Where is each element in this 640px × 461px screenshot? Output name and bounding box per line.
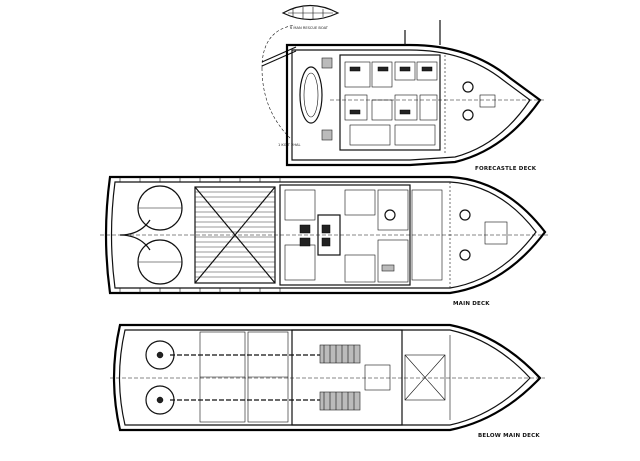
engine-unit bbox=[299, 237, 311, 247]
rescue-boat-top bbox=[281, 4, 340, 21]
mess-table bbox=[384, 209, 396, 221]
cargo-deck-planking bbox=[195, 191, 275, 278]
store-room bbox=[284, 244, 316, 281]
davit-arc bbox=[261, 24, 296, 69]
below-deck-outline bbox=[112, 323, 542, 432]
main-deck-plan bbox=[100, 175, 550, 295]
main-deck-outline bbox=[104, 175, 547, 295]
main-deck-label: MAIN DECK bbox=[453, 301, 490, 307]
cabin-3 bbox=[394, 61, 416, 81]
drum-axis bbox=[138, 207, 182, 263]
vent bbox=[321, 129, 333, 141]
engine-unit bbox=[321, 237, 331, 247]
cabin-7 bbox=[394, 94, 418, 121]
stern-roller bbox=[119, 219, 151, 251]
anchor-winch bbox=[479, 94, 496, 108]
engine-room bbox=[291, 329, 403, 426]
liferaft bbox=[299, 66, 323, 124]
cabin-4 bbox=[416, 61, 438, 81]
cabin-8 bbox=[419, 94, 438, 121]
mess-area bbox=[377, 189, 409, 231]
engine-room-casing bbox=[284, 189, 316, 221]
cabin-6 bbox=[371, 99, 393, 121]
mast-lines bbox=[404, 20, 441, 45]
rudder-post bbox=[156, 351, 164, 359]
generator bbox=[364, 364, 391, 391]
bunk bbox=[377, 66, 389, 72]
forecastle-deck-label: FORECASTLE DECK bbox=[475, 166, 537, 172]
liferaft-inner bbox=[303, 72, 319, 118]
bollard bbox=[459, 209, 471, 221]
below-main-deck-plan bbox=[110, 323, 545, 432]
below-deck-inner-outline bbox=[118, 329, 531, 426]
cabin bbox=[344, 189, 376, 216]
rudder-post bbox=[156, 396, 164, 404]
bow-thruster-room bbox=[404, 354, 446, 401]
chain-locker bbox=[484, 221, 508, 245]
thruster-cross bbox=[404, 354, 446, 401]
cabin bbox=[344, 254, 376, 283]
cabin-1 bbox=[344, 61, 371, 88]
forecastle-deck-plan bbox=[261, 4, 545, 167]
mess-room bbox=[349, 124, 391, 146]
bunk bbox=[349, 66, 361, 72]
deckhouse bbox=[339, 54, 441, 151]
bunk bbox=[421, 66, 433, 72]
engine-cylinders bbox=[323, 345, 355, 410]
forecastle-outline bbox=[285, 43, 542, 167]
davit-arm bbox=[261, 46, 297, 67]
engine-unit bbox=[299, 224, 311, 234]
bollard bbox=[459, 249, 471, 261]
stove bbox=[381, 264, 395, 272]
cabin-2 bbox=[371, 61, 393, 88]
raft-note: 1 KG T 2HAL bbox=[278, 143, 301, 147]
windlass-drum bbox=[462, 109, 474, 121]
main-deck-inner-outline bbox=[110, 181, 537, 289]
vent bbox=[321, 57, 333, 69]
bunk bbox=[399, 66, 411, 72]
galley bbox=[394, 124, 436, 146]
bulwark-stanchions bbox=[119, 177, 281, 293]
bunk bbox=[399, 109, 411, 115]
cabin-5 bbox=[344, 94, 368, 121]
windlass-drum bbox=[462, 81, 474, 93]
galley-area bbox=[377, 239, 409, 283]
below-main-deck-label: BELOW MAIN DECK bbox=[478, 433, 540, 439]
davit-arc-lower bbox=[261, 67, 291, 139]
bunk bbox=[349, 109, 361, 115]
engine-unit bbox=[321, 224, 331, 234]
rescue-boat-note: 6 MAN RESCUE BOAT bbox=[290, 26, 328, 30]
propeller-shafts bbox=[170, 354, 320, 401]
rescue-boat-ribs bbox=[288, 7, 333, 19]
